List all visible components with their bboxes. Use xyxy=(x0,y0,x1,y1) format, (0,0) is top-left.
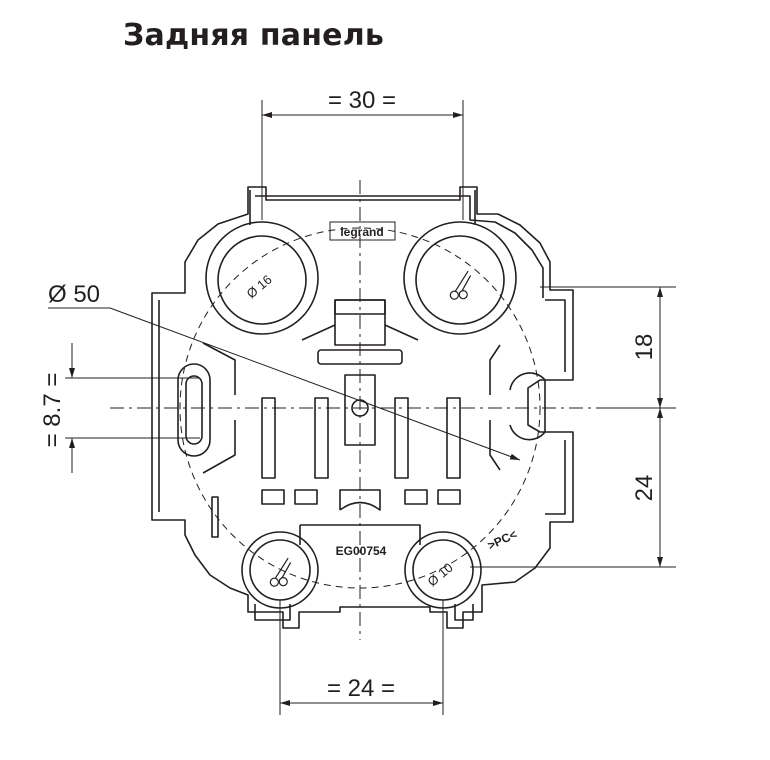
hole-top-left xyxy=(217,235,307,325)
dim-top-width: = 30 = xyxy=(328,87,396,114)
left-slot xyxy=(177,363,211,457)
brand-text: legrand xyxy=(340,225,383,239)
label-material: >PC< xyxy=(485,527,519,553)
panel-inner-rim xyxy=(158,195,566,621)
page-title: Задняя панель xyxy=(123,18,385,53)
hole-top-left-outer xyxy=(205,221,319,335)
label-hole-small: Ø 10 xyxy=(424,560,455,590)
dim-left-slot: = 8.7 = xyxy=(39,373,66,448)
hole-top-right-outer xyxy=(403,221,517,335)
hole-top-right xyxy=(415,235,505,325)
panel-outline xyxy=(151,186,574,629)
brand-logo: legrand xyxy=(329,221,396,241)
dim-diameter-outer: Ø 50 xyxy=(48,281,100,308)
label-part-number: EG00754 xyxy=(336,544,387,558)
dim-right-upper: 18 xyxy=(631,334,658,361)
label-hole-large: Ø 16 xyxy=(243,272,274,302)
dim-bottom-width: = 24 = xyxy=(327,675,395,702)
scissors-icon xyxy=(269,557,292,587)
dim-right-lower: 24 xyxy=(631,475,658,502)
scissors-icon xyxy=(449,270,472,300)
